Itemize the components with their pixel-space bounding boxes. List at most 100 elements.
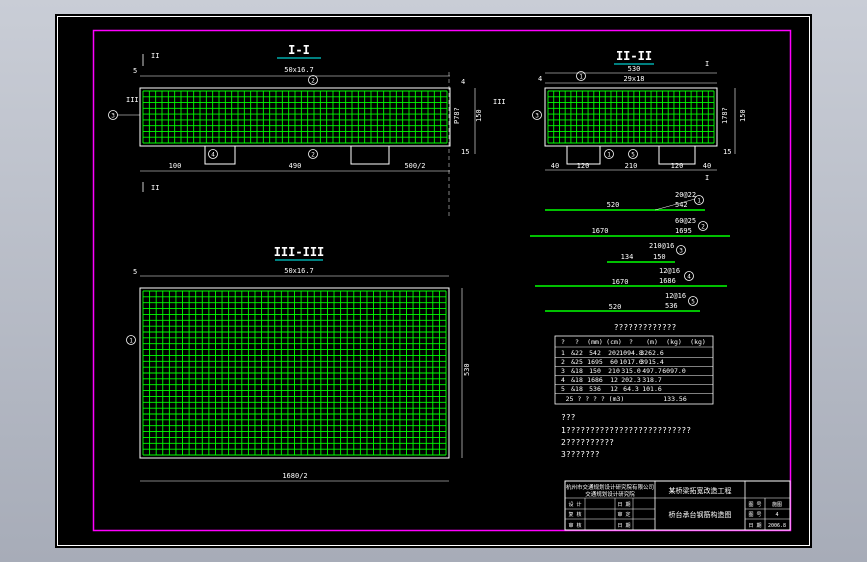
section-2: II-II I 530 29x18 4 40 120 210 120 40 I … xyxy=(532,49,747,182)
section-1-side-label: III xyxy=(126,96,139,104)
table-cell: 202.3 xyxy=(621,376,641,384)
section-1-rebar-mesh xyxy=(142,90,448,144)
section-2-title: II-II xyxy=(616,49,652,63)
section-2-bottom-cut-label: I xyxy=(705,174,709,182)
section-2-pile-left xyxy=(566,146,601,165)
table-header-cell: (kg) xyxy=(666,338,682,346)
title-block-row2-2: 审 定 xyxy=(617,511,630,518)
section-2-dim-b: 120 xyxy=(577,162,590,170)
section-1-dim-b: 490 xyxy=(289,162,302,170)
section-2-dim-c: 210 xyxy=(625,162,638,170)
bar-1-callout-label: 1 xyxy=(697,198,701,205)
title-block-right-value-2: 4 xyxy=(775,512,778,518)
notes: ??? 1?????????????????????????? 2???????… xyxy=(561,413,691,459)
table-cell: &18 xyxy=(571,385,583,393)
title-block-row2-1: 日 期 xyxy=(617,502,630,508)
table-cell: 4 xyxy=(561,376,565,384)
table-cell: &18 xyxy=(571,376,583,384)
bar-4-callout xyxy=(684,271,694,281)
table-header-cell: (cm) xyxy=(606,338,622,346)
bar-4-spec: 12@16 xyxy=(659,267,680,275)
section-1: I-I 50x16.7 5 II III 100 490 500/2 II P7… xyxy=(108,43,506,219)
title-block-right-label-3: 日 期 xyxy=(748,523,761,529)
section-2-dim-d: 120 xyxy=(671,162,684,170)
bar-3-spec: 210@16 xyxy=(649,242,674,250)
table-cell: &25 xyxy=(571,358,583,366)
section-2-callout-3 xyxy=(532,110,542,120)
table-cell: 1094.8 xyxy=(619,349,643,357)
section-2-callout-3-label: 3 xyxy=(535,113,539,120)
quantity-table: ????????????? ??(mm)(cm)?(m)(kg)(kg)1&22… xyxy=(554,323,714,405)
section-3-title: III-III xyxy=(274,245,325,259)
section-3-bottom-dim: 1680/2 xyxy=(282,472,307,480)
table-cell: &18 xyxy=(571,367,583,375)
bar-2-callout-label: 2 xyxy=(701,224,705,231)
drawing-border xyxy=(92,29,792,532)
quantity-table-border xyxy=(554,335,714,405)
section-2-callout-1-bottom xyxy=(604,149,614,159)
table-cell: 202 xyxy=(608,349,620,357)
title-block-row-2: 复 核 xyxy=(568,511,581,518)
title-block-row-3: 审 核 xyxy=(568,522,581,529)
table-total-value: 133.56 xyxy=(663,395,687,403)
title-block-row2-3: 日 期 xyxy=(617,523,630,529)
section-1-dim-a: 100 xyxy=(169,162,182,170)
bar-4-dim: 1670 xyxy=(612,278,629,286)
bar-1-leader xyxy=(654,198,696,211)
section-3-callout-1 xyxy=(126,335,136,345)
title-block-right-label-2: 图 号 xyxy=(748,512,761,518)
bar-3-callout-label: 3 xyxy=(679,248,683,255)
section-3-right-dim: 530 xyxy=(463,363,471,376)
title-block-right-value-1: 施图 xyxy=(772,501,782,508)
table-cell: 1017.0 xyxy=(619,358,643,366)
cad-viewport[interactable]: I-I 50x16.7 5 II III 100 490 500/2 II P7… xyxy=(55,14,812,548)
section-2-top-dim-b: 29x18 xyxy=(623,75,644,83)
section-3-outline xyxy=(139,287,450,459)
section-1-dim-right-c: 15 xyxy=(461,148,469,156)
table-cell: 3915.4 xyxy=(640,358,664,366)
bar-3-len: 150 xyxy=(653,253,666,261)
table-cell: 315.0 xyxy=(621,367,641,375)
section-1-bottom-cut-label: II xyxy=(151,184,159,192)
bar-2-spec: 60@25 xyxy=(675,217,696,225)
section-1-callout-3-label: 3 xyxy=(111,113,115,120)
section-1-callout-4 xyxy=(208,149,218,159)
table-cell: &22 xyxy=(571,349,583,357)
bar-sketches: 520 20@22 542 1 1670 60@25 1695 2 134 21… xyxy=(530,191,730,312)
section-2-callout-1-top xyxy=(576,71,586,81)
section-2-rebar-mesh xyxy=(547,90,715,144)
section-2-dim-right-b: 150 xyxy=(739,109,747,122)
table-cell: 60 xyxy=(610,358,618,366)
section-2-dim-a: 40 xyxy=(551,162,559,170)
section-1-outline xyxy=(139,87,451,147)
title-block-right-value-3: 2006.8 xyxy=(768,523,786,529)
table-header-cell: (mm) xyxy=(587,338,603,346)
table-cell: 12 xyxy=(610,376,618,384)
section-1-dim-c: 500/2 xyxy=(404,162,425,170)
table-cell: 318.7 xyxy=(642,376,662,384)
section-1-cut-label: II xyxy=(151,52,159,60)
section-2-callout-5 xyxy=(628,149,638,159)
table-cell: 6097.0 xyxy=(662,367,686,375)
title-block-drawing-name: 桥台承台钢筋构造图 xyxy=(669,510,732,519)
section-1-title: I-I xyxy=(288,43,310,57)
bar-2-len: 1695 xyxy=(675,227,692,235)
table-header-cell: ? xyxy=(561,338,565,346)
table-cell: 64.3 xyxy=(623,385,639,393)
section-1-top-dim: 50x16.7 xyxy=(284,66,314,74)
table-header-cell: ? xyxy=(575,338,579,346)
section-2-outline xyxy=(544,87,718,147)
section-1-left-mark: 5 xyxy=(133,67,137,75)
table-cell: 3 xyxy=(561,367,565,375)
section-1-callout-2-top-label: 2 xyxy=(311,78,315,85)
notes-heading: ??? xyxy=(561,413,576,422)
section-1-callout-4-label: 4 xyxy=(211,152,215,159)
table-cell: 536 xyxy=(589,385,601,393)
section-1-dim-right-d: 4 xyxy=(461,78,465,86)
table-cell: 5 xyxy=(561,385,565,393)
bar-2-callout xyxy=(698,221,708,231)
bar-1-callout xyxy=(694,195,704,205)
bar-3-dim: 134 xyxy=(621,253,634,261)
bar-4-len: 1686 xyxy=(659,277,676,285)
section-1-callout-2-top xyxy=(308,75,318,85)
